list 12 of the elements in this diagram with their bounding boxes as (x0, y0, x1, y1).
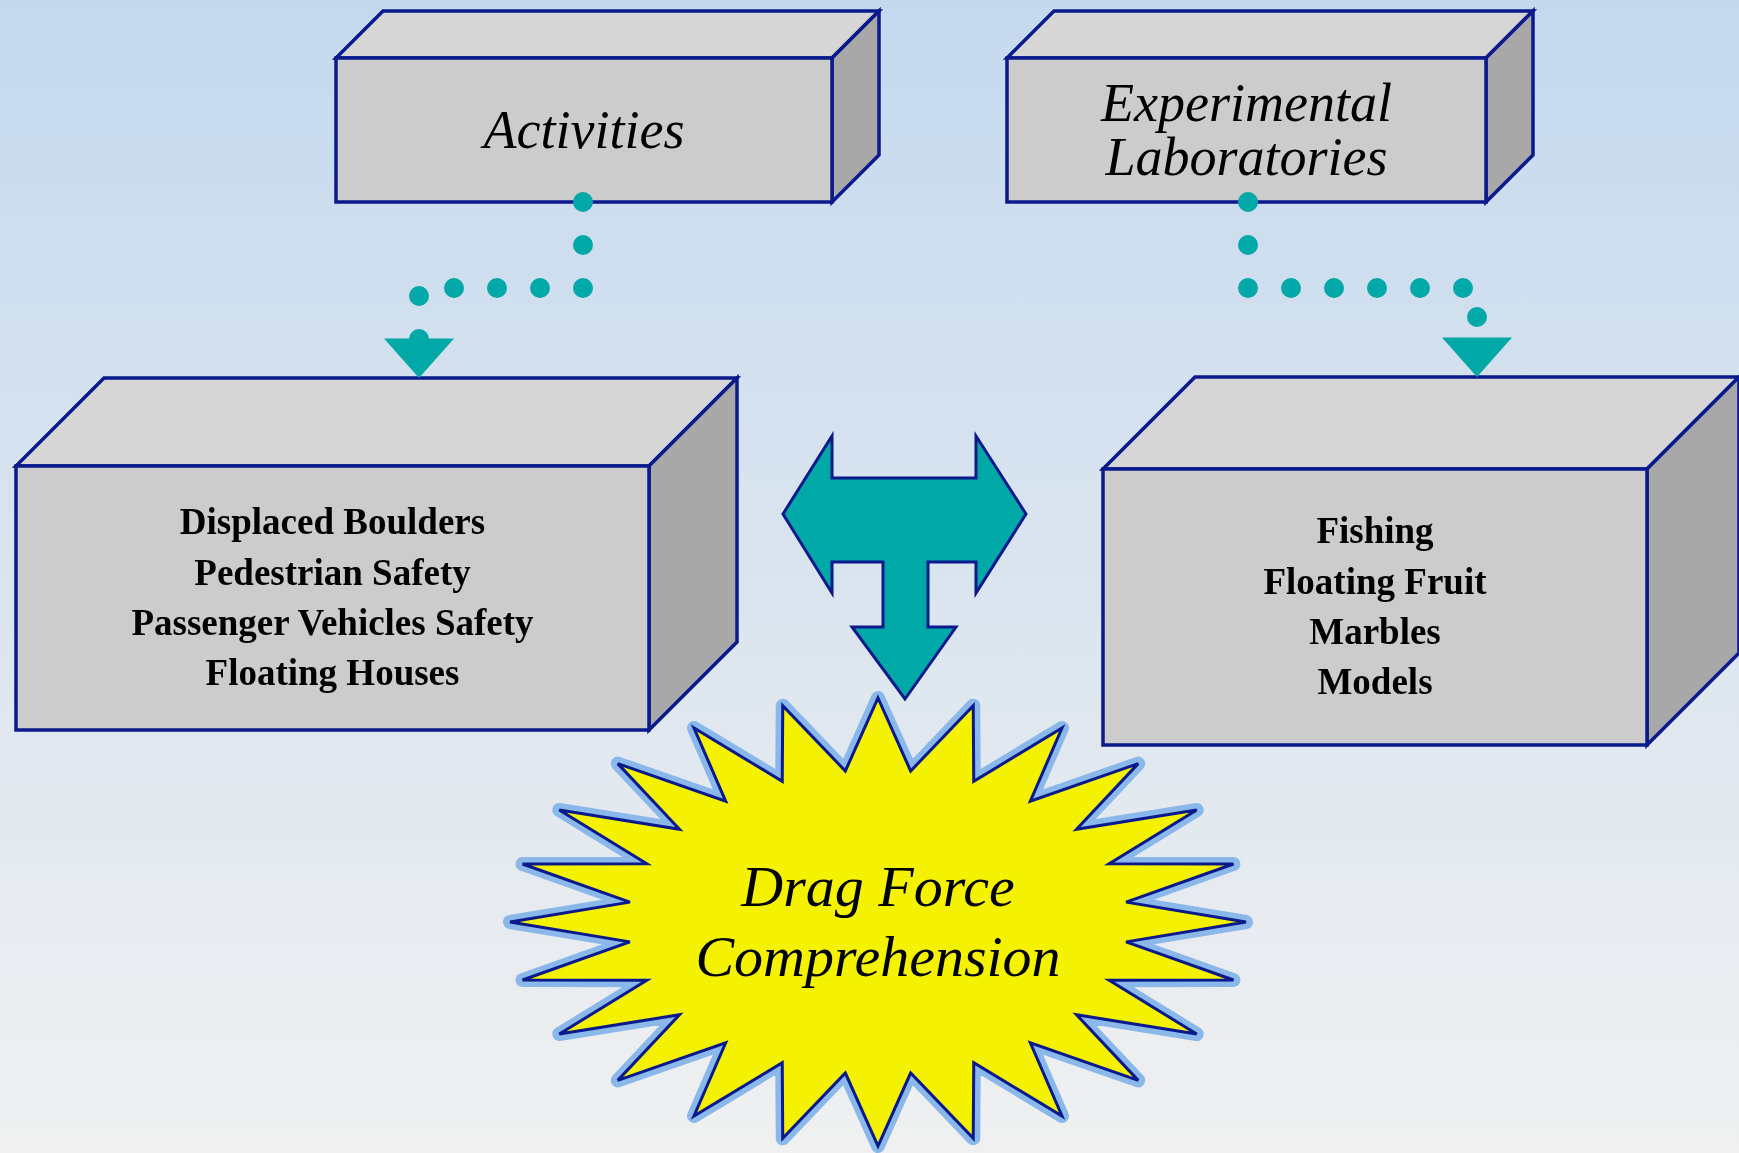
list-item: Pedestrian Safety (194, 550, 471, 595)
list-item: Floating Fruit (1263, 559, 1487, 604)
list-item: Displaced Boulders (179, 500, 486, 545)
list-item: Fishing (1316, 509, 1434, 554)
list-item: Passenger Vehicles Safety (131, 601, 534, 645)
box-heading: Activities (394, 103, 774, 157)
list-item: Floating Houses (205, 651, 460, 696)
list-item: Models (1317, 660, 1433, 705)
starburst-label: Drag Force Comprehension (694, 853, 1062, 991)
box-heading: Experimental Laboratories (1099, 76, 1393, 184)
list-item: Marbles (1309, 610, 1441, 654)
three-way-arrow (781, 430, 1028, 702)
